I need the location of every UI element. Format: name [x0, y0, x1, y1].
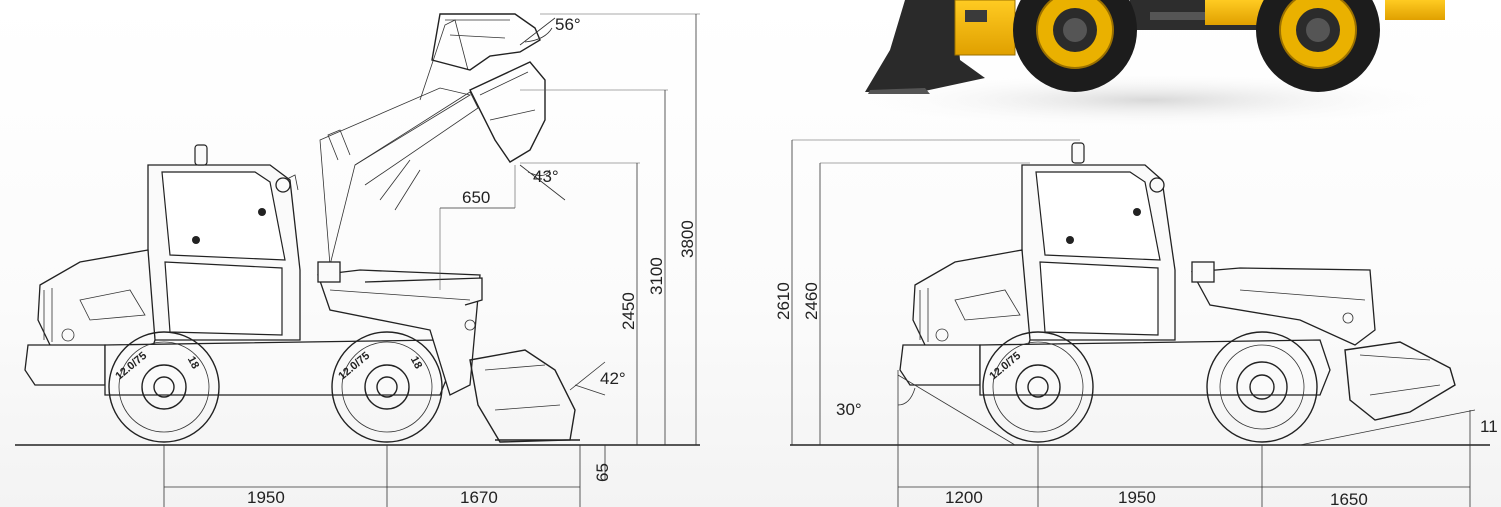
wheelbase-1950: 1950: [1118, 488, 1156, 507]
svg-text:18: 18: [408, 354, 424, 370]
height-3800: 3800: [678, 220, 697, 258]
height-2610: 2610: [774, 282, 793, 320]
overhang-1200: 1200: [945, 488, 983, 507]
transport-front-wheel: [1206, 331, 1318, 443]
wheel-loader-side-drawing: 12.0/75 18 12.0/75 18 56° 43°: [15, 13, 700, 507]
wheelbase-1950: 1950: [247, 488, 285, 507]
overhang-1670: 1670: [460, 488, 498, 507]
height-3100: 3100: [647, 257, 666, 295]
angle-30: 30°: [836, 400, 862, 419]
angle-11: 11: [1480, 417, 1498, 436]
height-2460: 2460: [802, 282, 821, 320]
angle-43: 43°: [533, 167, 559, 186]
depth-65: 65: [593, 463, 612, 482]
length-1650: 1650: [1330, 490, 1368, 507]
svg-text:18: 18: [185, 354, 201, 370]
angle-56: 56°: [555, 15, 581, 34]
angle-42: 42°: [600, 369, 626, 388]
height-2450: 2450: [619, 292, 638, 330]
reach-650: 650: [462, 188, 490, 207]
wheel-loader-transport-drawing: 12.0/75 2610 2460 30° 11 1200 1950 1650: [774, 139, 1498, 507]
wheel-loader-photo: [850, 0, 1450, 128]
